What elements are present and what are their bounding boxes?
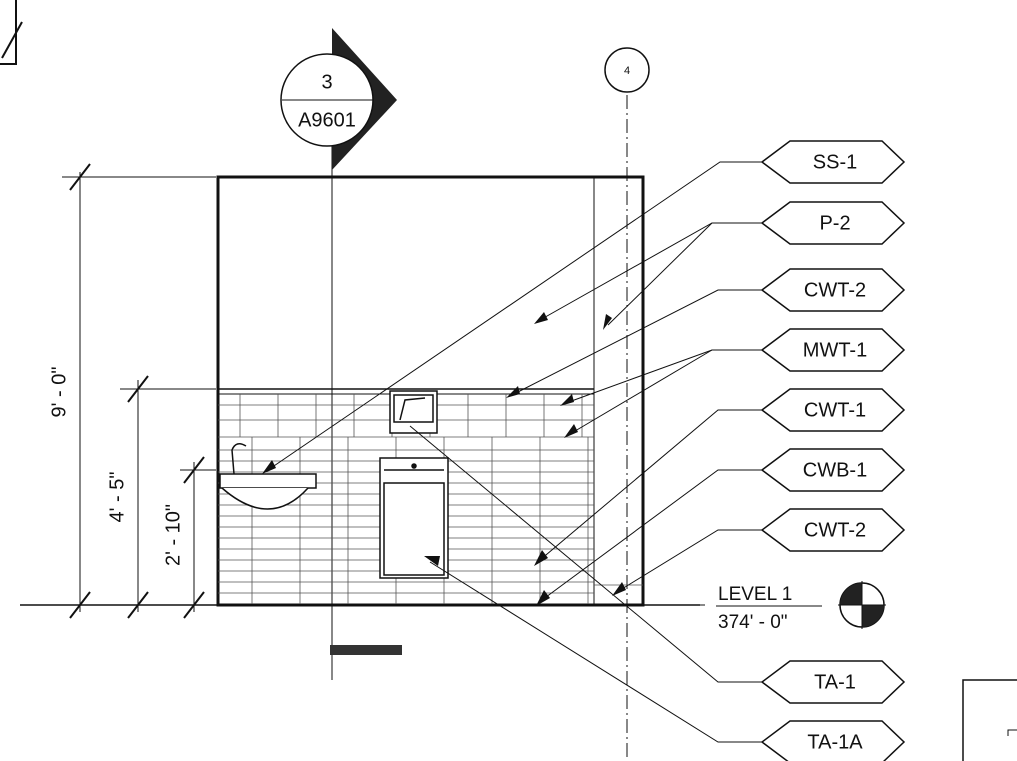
material-tags: SS-1P-2CWT-2MWT-1CWT-1CWB-1CWT-2TA-1TA-1… xyxy=(760,140,906,761)
level-datum-symbol xyxy=(838,581,886,629)
material-tag-outline xyxy=(760,140,906,184)
dimension-lines xyxy=(62,163,216,619)
section-number: 3 xyxy=(321,71,332,93)
material-tag: TA-1 xyxy=(760,660,906,704)
material-tag: CWT-2 xyxy=(760,268,906,312)
leader-arrowheads xyxy=(262,312,626,606)
title-block-fragment xyxy=(962,679,1017,761)
material-tag: CWB-1 xyxy=(760,448,906,492)
material-tag-outline xyxy=(760,720,906,761)
material-tag: CWT-2 xyxy=(760,508,906,552)
material-tag-label: MWT-1 xyxy=(803,339,867,361)
material-tag: TA-1A xyxy=(760,720,906,761)
material-tag-outline xyxy=(760,388,906,432)
material-tag-label: CWT-2 xyxy=(804,279,866,301)
material-tag: P-2 xyxy=(760,201,906,245)
material-tag-label: P-2 xyxy=(819,212,850,234)
section-marker: 3 A9601 xyxy=(280,28,397,170)
material-tag-outline xyxy=(760,268,906,312)
floor xyxy=(20,604,700,655)
material-tag-label: CWB-1 xyxy=(803,459,867,481)
material-tag-label: CWT-1 xyxy=(804,399,866,421)
material-tag: MWT-1 xyxy=(760,328,906,372)
grid-bubble-label: 4 xyxy=(624,65,630,77)
wainscot-height-dim: 4' - 5" xyxy=(106,472,128,523)
material-tag-outline xyxy=(760,448,906,492)
counter-height-dim: 2' - 10" xyxy=(162,504,184,566)
material-tag: SS-1 xyxy=(760,140,906,184)
material-tag-outline xyxy=(760,328,906,372)
material-tag-outline xyxy=(760,201,906,245)
material-tag-outline xyxy=(760,508,906,552)
material-tag-label: TA-1A xyxy=(807,731,863,753)
overall-height-dim: 9' - 0" xyxy=(48,367,70,418)
level-name: LEVEL 1 xyxy=(718,584,792,605)
material-tag-outline xyxy=(760,660,906,704)
material-tag-label: CWT-2 xyxy=(804,519,866,541)
grid-bubble-4: 4 xyxy=(604,47,650,93)
level-marker: LEVEL 1 374' - 0" xyxy=(680,581,886,633)
material-tag-label: TA-1 xyxy=(814,671,856,693)
section-sheet: A9601 xyxy=(298,109,356,131)
paper-towel-dispenser xyxy=(389,390,438,434)
leader-lines xyxy=(267,161,762,743)
material-tag-label: SS-1 xyxy=(813,151,857,173)
level-elevation: 374' - 0" xyxy=(718,612,788,633)
material-tag: CWT-1 xyxy=(760,388,906,432)
corner-symbol xyxy=(0,0,23,65)
lavatory xyxy=(219,443,317,510)
